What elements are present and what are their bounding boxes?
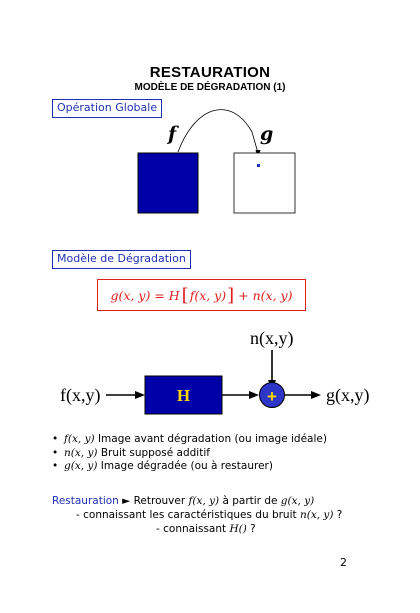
f-label: f xyxy=(166,123,179,145)
formula-rhs: + n(x, y) xyxy=(238,287,293,303)
formula-inner: f(x, y) xyxy=(189,287,227,303)
image-f-square xyxy=(137,152,199,214)
noise-label: n(x,y) xyxy=(250,328,294,349)
list-item: •g(x, y) Image dégradée (ou à restaurer) xyxy=(52,460,273,472)
restoration-line-1: Restauration ► Retrouver f(x, y) à parti… xyxy=(52,495,315,507)
mapping-arc xyxy=(177,109,259,154)
global-operation-figure: f g xyxy=(137,109,296,214)
sum-node xyxy=(259,382,285,408)
formula-lhs: g(x, y) = H xyxy=(110,287,180,303)
restoration-line-3: - connaissant H() ? xyxy=(156,523,256,535)
page-subtitle: MODÈLE DE DÉGRADATION (1) xyxy=(134,82,286,93)
play-arrow-icon: ► xyxy=(122,495,131,507)
restoration-keyword: Restauration xyxy=(52,495,119,507)
list-item: •f(x, y) Image avant dégradation (ou ima… xyxy=(52,433,327,445)
restoration-line-2: - connaissant les caractéristiques du br… xyxy=(76,509,343,521)
input-label: f(x,y) xyxy=(60,385,100,406)
output-label: g(x,y) xyxy=(326,385,370,406)
page-title: RESTAURATION xyxy=(149,64,271,81)
degradation-formula: g(x, y) = H [ f(x, y) ] + n(x, y) xyxy=(97,279,306,311)
image-g-square xyxy=(233,152,296,214)
page-number: 2 xyxy=(340,556,347,569)
definition-list: •f(x, y) Image avant dégradation (ou ima… xyxy=(52,433,327,474)
list-item: •n(x, y) Bruit supposé additif xyxy=(52,446,210,459)
output-arrowhead xyxy=(311,391,321,399)
section-label-operation-globale: Opération Globale xyxy=(52,99,163,118)
degradation-block-diagram: n(x,y) f(x,y) H + g(x,y) xyxy=(60,328,370,415)
sum-sign: + xyxy=(267,387,277,406)
h-to-sum-arrowhead xyxy=(249,391,259,399)
input-arrowhead xyxy=(135,391,145,399)
image-g-pixel xyxy=(257,164,260,167)
section-label-modele-degradation: Modèle de Dégradation xyxy=(52,250,191,269)
system-h-label: H xyxy=(177,386,190,405)
g-label: g xyxy=(260,123,273,145)
